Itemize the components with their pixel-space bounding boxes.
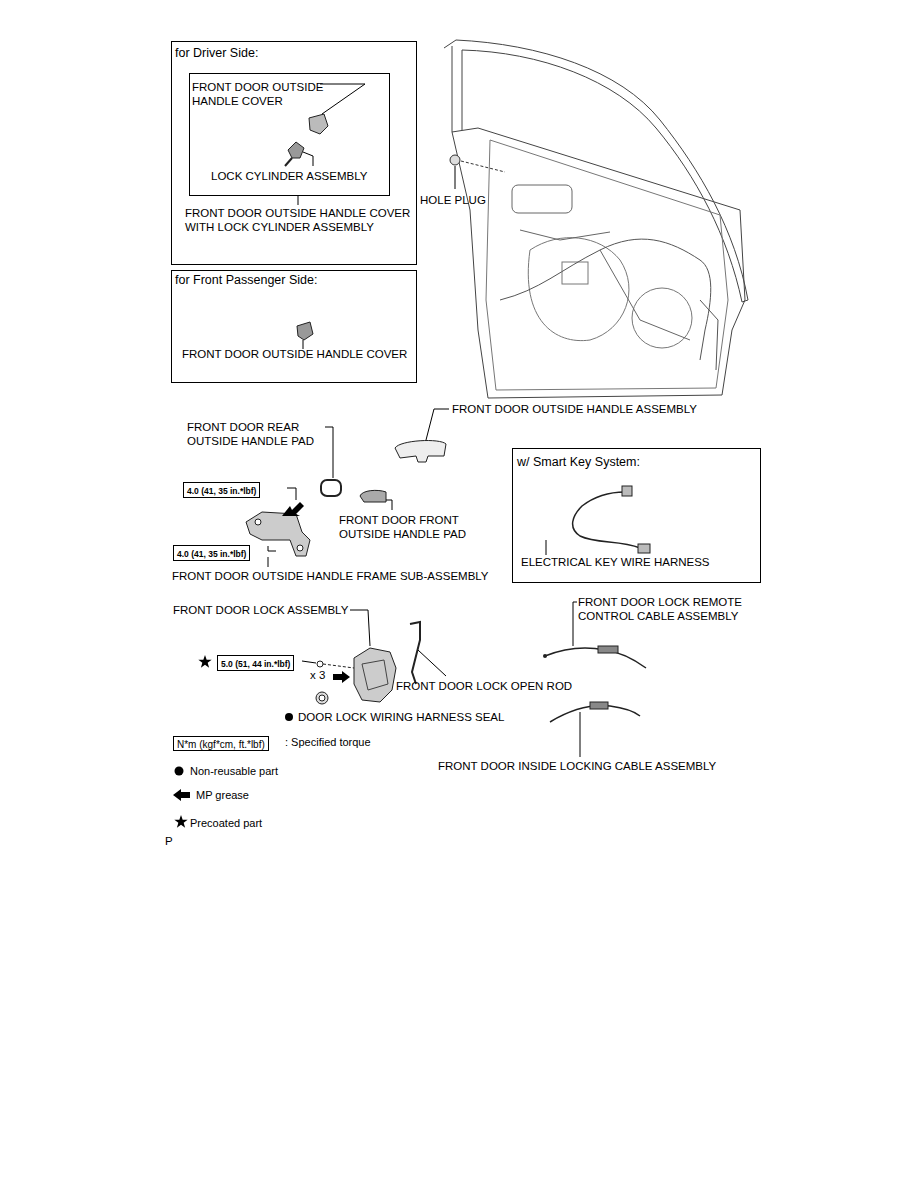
box-heading: for Driver Side:: [175, 46, 395, 60]
page-mark: P: [165, 834, 173, 848]
torque-value: 5.0 (51, 44 in.*lbf): [221, 659, 290, 669]
variant-box: for Front Passenger Side: FRONT DOOR OUTS…: [171, 270, 417, 383]
part-name: FRONT DOOR OUTSIDE HANDLE FRAME SUB-ASSE…: [172, 569, 489, 583]
torque-unit-box: N*m (kgf*cm, ft.*lbf): [173, 736, 269, 751]
box-heading: for Front Passenger Side:: [175, 273, 411, 287]
torque-value: N*m (kgf*cm, ft.*lbf): [177, 739, 265, 750]
box-heading: w/ Smart Key System:: [517, 455, 753, 469]
part-name: LOCK CYLINDER ASSEMBLY: [211, 169, 387, 183]
legend-text: MP grease: [196, 788, 249, 802]
legend-text: Precoated part: [190, 816, 262, 830]
quantity-note: x 3: [310, 668, 325, 682]
torque-box: 5.0 (51, 44 in.*lbf): [217, 655, 294, 671]
part-name: FRONT DOOR OUTSIDE HANDLE ASSEMBLY: [452, 402, 697, 416]
part-name: FRONT DOOR OUTSIDE HANDLE COVER WITH LOC…: [185, 206, 415, 234]
part-name: FRONT DOOR LOCK OPEN ROD: [396, 679, 572, 693]
part-name: HOLE PLUG: [420, 193, 486, 207]
torque-value: 4.0 (41, 35 in.*lbf): [187, 486, 256, 496]
torque-value: 4.0 (41, 35 in.*lbf): [177, 549, 246, 559]
torque-box: 4.0 (41, 35 in.*lbf): [183, 482, 260, 498]
part-name: FRONT DOOR REAR OUTSIDE HANDLE PAD: [187, 420, 327, 448]
part-name: FRONT DOOR LOCK REMOTE CONTROL CABLE ASS…: [578, 595, 752, 623]
part-name: FRONT DOOR FRONT OUTSIDE HANDLE PAD: [339, 513, 479, 541]
legend-text: Non-reusable part: [190, 764, 278, 778]
legend-text: : Specified torque: [285, 735, 371, 749]
torque-box: 4.0 (41, 35 in.*lbf): [173, 545, 250, 561]
variant-box: for Driver Side: FRONT DOOR OUTSIDE HANDL…: [171, 41, 417, 265]
part-name: FRONT DOOR OUTSIDE HANDLE COVER: [182, 347, 414, 361]
part-name: ELECTRICAL KEY WIRE HARNESS: [521, 555, 757, 569]
variant-box: w/ Smart Key System: ELECTRICAL KEY WIRE …: [512, 448, 761, 583]
part-name: FRONT DOOR OUTSIDE HANDLE COVER: [192, 80, 332, 108]
variant-inner-box: FRONT DOOR OUTSIDE HANDLE COVER LOCK CYLI…: [189, 73, 390, 196]
part-name: FRONT DOOR INSIDE LOCKING CABLE ASSEMBLY: [438, 759, 716, 773]
part-name: DOOR LOCK WIRING HARNESS SEAL: [298, 710, 504, 724]
part-name: FRONT DOOR LOCK ASSEMBLY: [173, 603, 348, 617]
